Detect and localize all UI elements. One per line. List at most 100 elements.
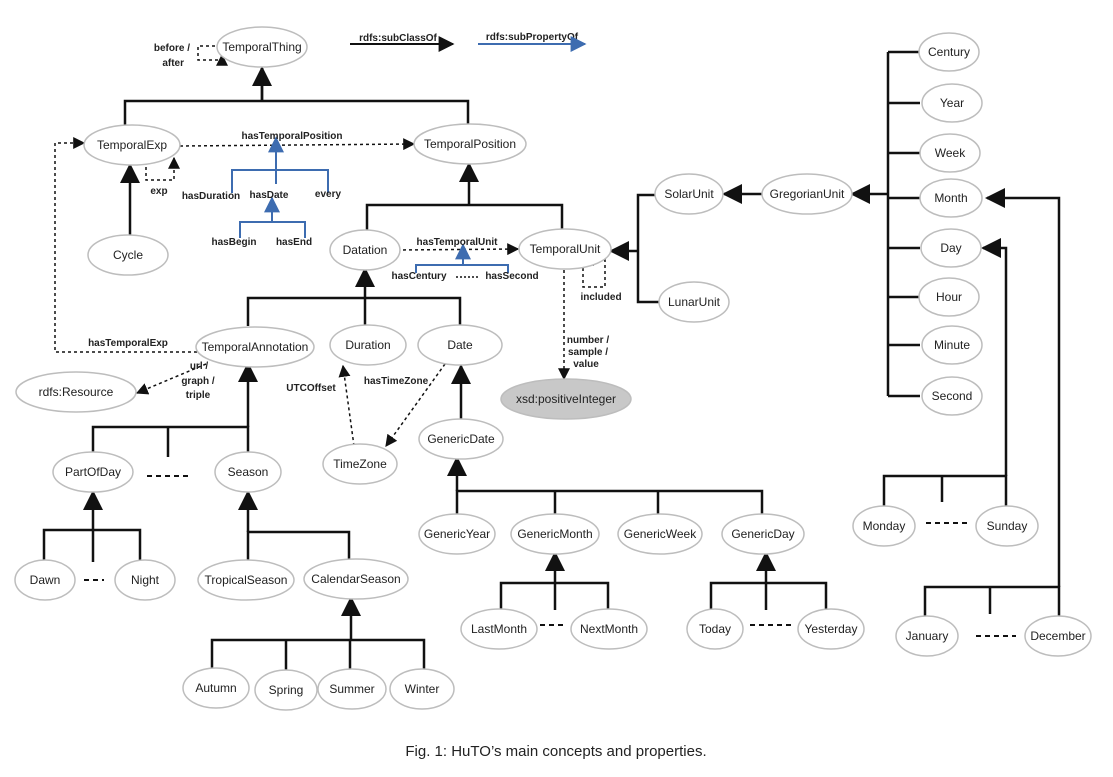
svg-text:January: January	[906, 629, 949, 643]
label-has-end: hasEnd	[276, 237, 312, 248]
svg-text:Today: Today	[699, 622, 731, 636]
svg-text:PartOfDay: PartOfDay	[65, 465, 121, 479]
svg-text:NextMonth: NextMonth	[580, 622, 638, 636]
node-solar-unit: SolarUnit	[654, 173, 724, 215]
svg-text:Year: Year	[940, 96, 964, 110]
svg-text:TemporalThing: TemporalThing	[222, 40, 301, 54]
label-number: number /	[567, 335, 609, 346]
svg-text:Spring: Spring	[269, 683, 304, 697]
svg-text:Day: Day	[940, 241, 961, 255]
figure-caption: Fig. 1: HuTO’s main concepts and propert…	[405, 743, 706, 760]
node-generic-day: GenericDay	[721, 513, 805, 555]
svg-text:Second: Second	[932, 389, 973, 403]
label-included: included	[580, 292, 621, 303]
label-has-date: hasDate	[250, 190, 289, 201]
label-has-begin: hasBegin	[211, 237, 256, 248]
svg-text:Monday: Monday	[863, 519, 906, 533]
node-generic-month: GenericMonth	[510, 513, 600, 555]
node-spring: Spring	[254, 669, 318, 711]
node-december: December	[1024, 615, 1092, 657]
node-today: Today	[686, 608, 744, 650]
node-last-month: LastMonth	[460, 608, 538, 650]
svg-text:CalendarSeason: CalendarSeason	[311, 572, 400, 586]
svg-text:GregorianUnit: GregorianUnit	[770, 187, 845, 201]
svg-text:Hour: Hour	[936, 290, 962, 304]
svg-text:Night: Night	[131, 573, 160, 587]
node-tropical-season: TropicalSeason	[197, 559, 295, 601]
svg-text:GenericYear: GenericYear	[424, 527, 490, 541]
node-night: Night	[114, 559, 176, 601]
svg-text:Date: Date	[447, 338, 473, 352]
node-winter: Winter	[389, 668, 455, 710]
node-season: Season	[214, 451, 282, 493]
svg-text:LunarUnit: LunarUnit	[668, 295, 721, 309]
legend-subproperty-label: rdfs:subPropertyOf	[486, 32, 579, 43]
node-temporal-exp: TemporalExp	[83, 124, 181, 166]
svg-text:Datation: Datation	[343, 243, 388, 257]
svg-text:xsd:positiveInteger: xsd:positiveInteger	[516, 392, 616, 406]
label-has-second: hasSecond	[485, 271, 538, 282]
label-url: url /	[190, 361, 209, 372]
svg-text:Summer: Summer	[329, 682, 374, 696]
label-value: value	[573, 359, 599, 370]
node-year: Year	[921, 83, 983, 123]
label-exp: exp	[150, 186, 167, 197]
node-part-of-day: PartOfDay	[52, 451, 134, 493]
svg-text:GenericDate: GenericDate	[427, 432, 495, 446]
node-generic-week: GenericWeek	[617, 513, 703, 555]
node-gregorian-unit: GregorianUnit	[761, 173, 853, 215]
label-has-time-zone: hasTimeZone	[364, 376, 429, 387]
node-century: Century	[918, 32, 980, 72]
node-next-month: NextMonth	[570, 608, 648, 650]
node-yesterday: Yesterday	[797, 608, 865, 650]
node-date: Date	[417, 324, 503, 366]
label-sample: sample /	[568, 347, 608, 358]
node-second: Second	[921, 376, 983, 416]
svg-text:Month: Month	[934, 191, 967, 205]
node-lunar-unit: LunarUnit	[658, 281, 730, 323]
node-summer: Summer	[317, 668, 387, 710]
edge-labels: before / after hasTemporalPosition hasDu…	[88, 43, 621, 401]
label-triple: triple	[186, 390, 211, 401]
ellipsis-separators	[84, 475, 1016, 637]
label-has-duration: hasDuration	[182, 191, 240, 202]
node-autumn: Autumn	[182, 667, 250, 709]
svg-text:Duration: Duration	[345, 338, 390, 352]
svg-text:Week: Week	[935, 146, 966, 160]
svg-text:Winter: Winter	[405, 682, 440, 696]
svg-text:Season: Season	[228, 465, 269, 479]
label-has-century: hasCentury	[391, 271, 446, 282]
node-monday: Monday	[852, 505, 916, 547]
svg-text:rdfs:Resource: rdfs:Resource	[39, 385, 114, 399]
node-temporal-position: TemporalPosition	[413, 123, 527, 165]
svg-text:TemporalPosition: TemporalPosition	[424, 137, 516, 151]
svg-text:TropicalSeason: TropicalSeason	[205, 573, 288, 587]
subproperty-edges	[231, 136, 509, 273]
svg-text:Century: Century	[928, 45, 970, 59]
svg-text:GenericMonth: GenericMonth	[517, 527, 592, 541]
node-week: Week	[919, 133, 981, 173]
svg-text:Cycle: Cycle	[113, 248, 143, 262]
label-utc-offset: UTCOffset	[286, 383, 336, 394]
node-datation: Datation	[329, 229, 401, 271]
svg-text:TemporalExp: TemporalExp	[97, 138, 167, 152]
label-has-temporal-exp: hasTemporalExp	[88, 338, 168, 349]
node-month: Month	[919, 178, 983, 218]
node-calendar-season: CalendarSeason	[303, 558, 409, 600]
node-minute: Minute	[921, 325, 983, 365]
node-temporal-thing: TemporalThing	[216, 26, 308, 68]
subclass-edges	[42, 50, 1061, 670]
node-dawn: Dawn	[14, 559, 76, 601]
svg-text:TemporalUnit: TemporalUnit	[530, 242, 601, 256]
node-rdfs-resource: rdfs:Resource	[15, 371, 137, 413]
label-graph: graph /	[181, 376, 215, 387]
node-timezone: TimeZone	[322, 443, 398, 485]
node-day: Day	[920, 228, 982, 268]
node-generic-year: GenericYear	[418, 513, 496, 555]
svg-text:TemporalAnnotation: TemporalAnnotation	[202, 340, 309, 354]
label-before-after-2: after	[162, 58, 184, 69]
node-cycle: Cycle	[87, 234, 169, 276]
label-before-after: before /	[154, 43, 190, 54]
